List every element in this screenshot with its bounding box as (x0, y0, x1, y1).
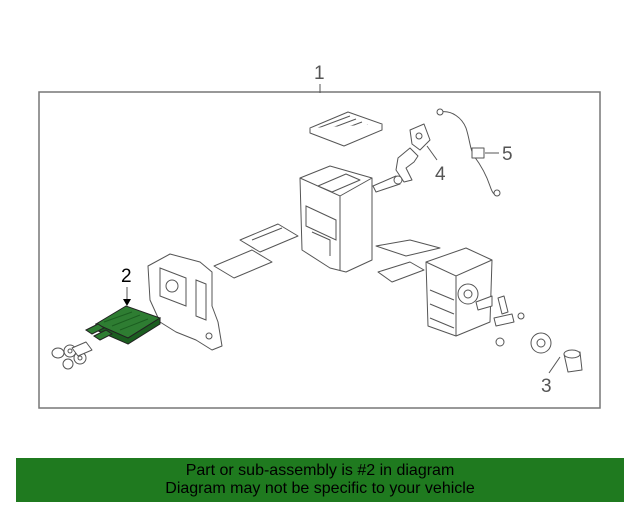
callout-2[interactable]: 2 (121, 266, 132, 287)
evaporator-case[interactable] (375, 239, 493, 337)
callout-1[interactable]: 1 (314, 63, 325, 84)
banner-line-1: Part or sub-assembly is #2 in diagram (185, 462, 455, 479)
lever-piece[interactable] (395, 147, 419, 183)
callout-5[interactable]: 5 (502, 144, 513, 165)
flat-plate-a[interactable] (239, 223, 299, 253)
clip-parts[interactable] (493, 295, 525, 347)
link-rod[interactable] (372, 175, 403, 193)
callout-4[interactable]: 4 (435, 164, 446, 185)
callout-4-leader (426, 145, 438, 161)
parts-diagram: 1 4 5 (38, 63, 601, 409)
actuator-3[interactable] (530, 332, 583, 373)
callout-3[interactable]: 3 (541, 376, 552, 397)
heater-core[interactable] (85, 305, 162, 345)
heater-housing-upper[interactable] (299, 165, 373, 273)
filter-plate[interactable] (309, 111, 383, 147)
wire-harness[interactable] (436, 108, 501, 197)
callout-3-leader (548, 356, 561, 374)
hose-fittings[interactable] (51, 341, 93, 370)
flat-plate-b[interactable] (213, 249, 273, 279)
info-banner: Part or sub-assembly is #2 in diagram Di… (16, 458, 624, 502)
heater-housing-left[interactable] (147, 253, 223, 351)
bracket-4[interactable] (409, 123, 431, 151)
callout-2-arrowhead (123, 299, 131, 306)
banner-line-2: Diagram may not be specific to your vehi… (165, 480, 475, 497)
